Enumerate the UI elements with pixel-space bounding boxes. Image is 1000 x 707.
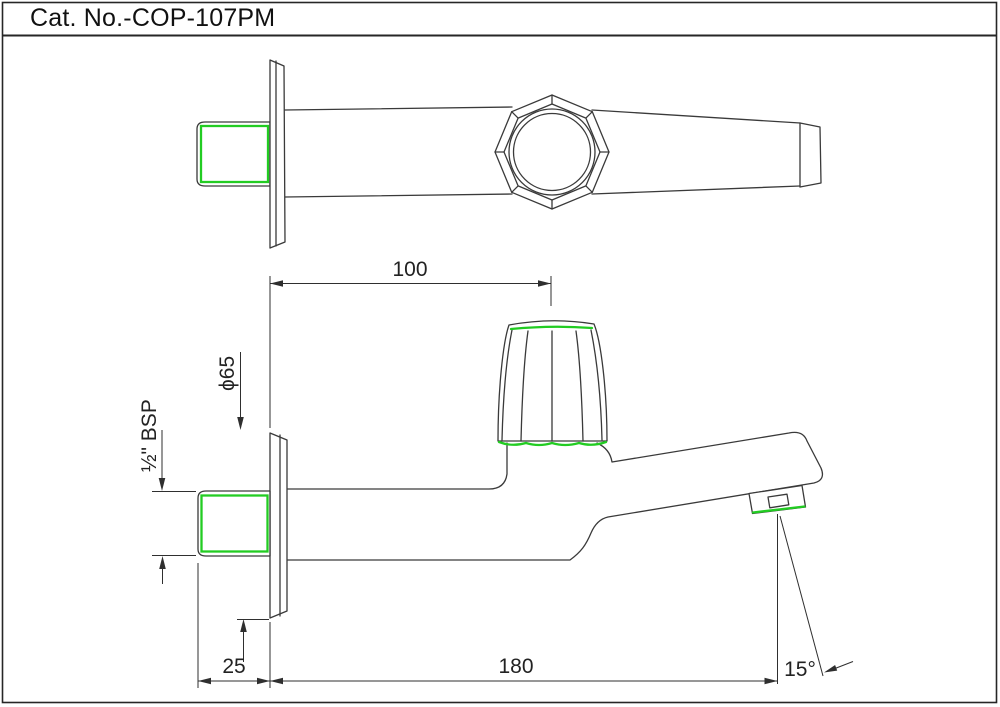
dimensions: 100 ϕ65 ½" BSP — [138, 258, 854, 688]
body-top — [284, 106, 513, 198]
dim-inlet-thread: ½" BSP — [138, 399, 196, 584]
dim-handle-offset: 100 — [269, 258, 552, 428]
dim-label-100: 100 — [392, 258, 427, 281]
dim-outlet-angle: 15° — [777, 514, 854, 684]
dim-label-25: 25 — [222, 655, 245, 678]
body-front — [286, 431, 824, 561]
handle-highlight-top — [509, 325, 594, 331]
dim-label-15deg: 15° — [784, 658, 816, 681]
dim-label-180: 180 — [498, 655, 533, 678]
dim-spout-reach: 180 — [269, 622, 778, 688]
dim-wall-clearance: 25 — [197, 563, 270, 688]
nozzle-front — [748, 484, 807, 515]
thread-highlight-top — [199, 124, 270, 184]
handle-highlight-bottom — [497, 440, 608, 447]
wall-flange-top — [269, 59, 286, 249]
top-view — [196, 59, 822, 249]
wall-flange-front — [269, 432, 288, 619]
dim-label-phi65: ϕ65 — [216, 356, 239, 391]
dim-label-bsp: ½" BSP — [138, 399, 161, 472]
front-view — [197, 320, 824, 619]
inlet-thread-top — [196, 121, 271, 187]
handle-front — [497, 320, 608, 447]
spout-top — [591, 109, 822, 195]
inlet-thread-front — [197, 490, 271, 557]
nozzle-highlight — [751, 505, 806, 514]
thread-highlight-front — [200, 494, 269, 553]
catalog-number: Cat. No.-COP-107PM — [30, 4, 276, 32]
handle-octagon — [494, 94, 610, 210]
dim-flange-diameter: ϕ65 — [216, 352, 269, 662]
